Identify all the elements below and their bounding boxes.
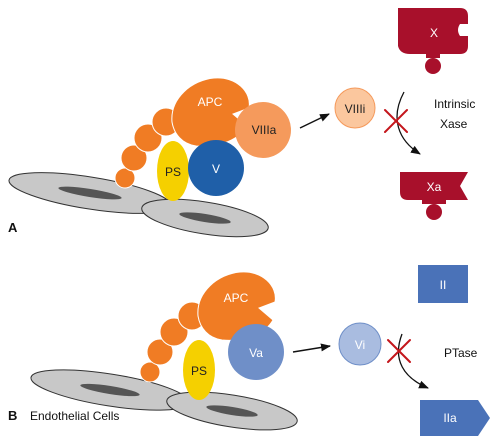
factor-vi-label: Vi <box>355 338 365 352</box>
conversion-arrow <box>397 333 429 389</box>
ps-protein <box>183 340 215 400</box>
inactivation-arrow <box>299 113 330 129</box>
factor-viiii-label: VIIIi <box>345 102 366 116</box>
factor-xa-protein <box>400 172 468 220</box>
factor-vi-protein <box>338 322 382 366</box>
prothrombin-protein <box>418 265 468 303</box>
endothelial-cell-left <box>8 172 172 214</box>
endothelial-cell-right <box>141 198 269 238</box>
inactivation-arrow <box>292 343 331 353</box>
factor-va-protein <box>228 324 284 380</box>
factor-x-label: X <box>430 26 438 40</box>
prothrombin-label: II <box>440 278 447 292</box>
intrinsic-label: Intrinsic <box>434 97 475 111</box>
factor-xa-label: Xa <box>427 180 442 194</box>
factor-v-label: V <box>212 162 220 176</box>
factor-viiia-protein <box>235 102 291 158</box>
factor-v-protein <box>188 140 244 196</box>
endothelial-cell-right <box>166 391 298 431</box>
ps-protein <box>157 141 189 201</box>
ps-label: PS <box>165 165 181 179</box>
ptase-label: PTase <box>444 346 478 360</box>
factor-x-protein <box>398 8 468 74</box>
factor-viiia-label: VIIIa <box>252 123 277 137</box>
apc-label: APC <box>198 95 223 109</box>
xase-label: Xase <box>440 117 468 131</box>
panel-a-letter: A <box>8 220 18 235</box>
apc-protein <box>114 77 250 189</box>
endothelial-cells-caption: Endothelial Cells <box>30 409 119 423</box>
inhibition-mark <box>384 109 408 133</box>
conversion-arrow <box>396 91 421 155</box>
panel-a: APC PS V VIIIa VIIIi X <box>8 8 475 238</box>
cell-nucleus <box>179 212 231 224</box>
ps-label: PS <box>191 364 207 378</box>
cell-nucleus <box>80 383 140 397</box>
factor-va-label: Va <box>249 346 263 360</box>
apc-label: APC <box>224 291 249 305</box>
thrombin-label: IIa <box>443 411 457 425</box>
apc-protein <box>139 271 276 383</box>
cell-nucleus <box>206 405 258 417</box>
cell-nucleus <box>58 186 122 200</box>
panel-b-letter: B <box>8 408 17 423</box>
factor-viiii-protein <box>334 87 376 129</box>
thrombin-protein <box>420 400 490 436</box>
panel-b: APC PS Va Vi II <box>8 265 490 436</box>
inhibition-mark <box>387 339 411 363</box>
